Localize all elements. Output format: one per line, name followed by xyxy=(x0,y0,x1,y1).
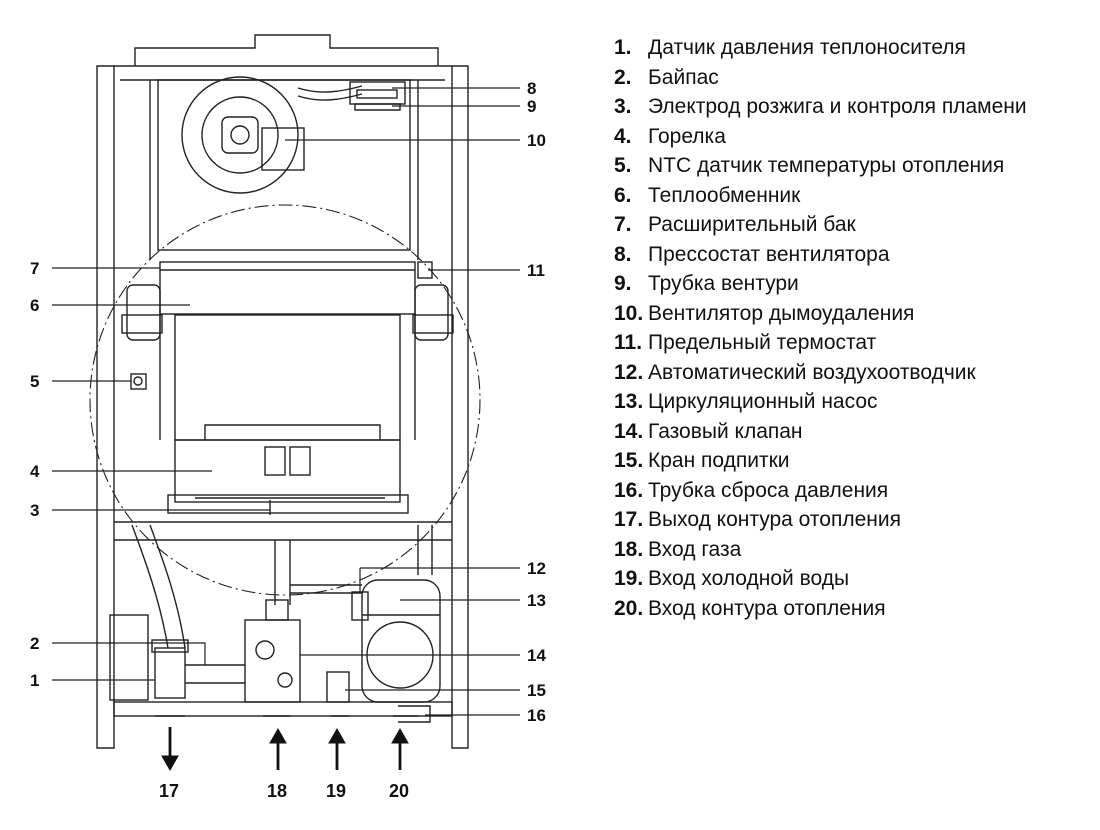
legend-number: 7. xyxy=(614,213,632,236)
legend-number: 10. xyxy=(614,301,644,325)
callout-18: 18 xyxy=(267,781,287,801)
legend-number: 8. xyxy=(614,242,632,266)
legend-text: Вход газа xyxy=(648,537,742,561)
legend-number: 12. xyxy=(614,360,644,384)
callout-15: 15 xyxy=(527,681,546,700)
top-flue-outlet xyxy=(134,34,439,66)
callout-14: 14 xyxy=(527,646,546,665)
legend-number: 14. xyxy=(614,419,644,443)
ntc-sensor xyxy=(130,373,147,390)
callout-8: 8 xyxy=(527,79,536,98)
legend-number: 6. xyxy=(614,183,632,207)
legend-number: 16. xyxy=(614,478,644,502)
legend-item: 3. Электрод розжига и контроля пламени xyxy=(614,92,1094,122)
callout-17: 17 xyxy=(159,781,179,801)
bottom-plate xyxy=(113,701,453,717)
legend-number: 15. xyxy=(614,449,644,472)
legend-number: 19. xyxy=(614,567,644,590)
legend-number: 2. xyxy=(614,65,632,89)
callout-7: 7 xyxy=(30,259,39,278)
legend-item: 10.Вентилятор дымоудаления xyxy=(614,299,1094,329)
legend-item: 12.Автоматический воздухоотводчик xyxy=(614,358,1094,388)
legend-text: Расширительный бак xyxy=(648,213,856,236)
callout-16: 16 xyxy=(527,706,546,725)
callout-6: 6 xyxy=(30,296,39,315)
callout-1: 1 xyxy=(30,671,39,690)
circulation-pump xyxy=(361,579,441,703)
legend-text: NTC датчик температуры отопления xyxy=(648,154,1005,177)
legend-number: 20. xyxy=(614,596,644,620)
legend-item: 15.Кран подпитки xyxy=(614,446,1094,476)
pressure-sensor xyxy=(154,647,186,699)
fan xyxy=(181,76,299,194)
legend-text: Автоматический воздухоотводчик xyxy=(648,360,976,384)
legend-number: 9. xyxy=(614,272,632,295)
legend-number: 5. xyxy=(614,154,632,177)
legend-text: Вход холодной воды xyxy=(648,567,850,590)
legend-text: Циркуляционный насос xyxy=(648,390,878,413)
legend-item: 18.Вход газа xyxy=(614,535,1094,565)
legend-number: 13. xyxy=(614,390,644,413)
legend-item: 8. Прессостат вентилятора xyxy=(614,240,1094,270)
legend-item: 19.Вход холодной воды xyxy=(614,564,1094,594)
boiler-casing xyxy=(96,65,115,749)
legend-item: 1. Датчик давления теплоносителя xyxy=(614,33,1094,63)
legend-item: 20.Вход контура отопления xyxy=(614,594,1094,624)
legend-text: Горелка xyxy=(648,124,726,148)
legend-item: 11.Предельный термостат xyxy=(614,328,1094,358)
callout-3: 3 xyxy=(30,501,39,520)
legend-text: Выход контура отопления xyxy=(648,508,901,531)
expansion-vessel xyxy=(89,204,481,596)
legend-item: 9. Трубка вентури xyxy=(614,269,1094,299)
legend-text: Байпас xyxy=(648,65,719,89)
legend-text: Трубка вентури xyxy=(648,272,799,295)
gas-valve xyxy=(244,619,301,703)
legend-text: Электрод розжига и контроля пламени xyxy=(648,95,1027,118)
legend-text: Теплообменник xyxy=(648,183,801,207)
legend-number: 1. xyxy=(614,36,632,59)
legend-number: 17. xyxy=(614,508,644,531)
legend-text: Кран подпитки xyxy=(648,449,790,472)
legend-text: Предельный термостат xyxy=(648,331,877,354)
legend-text: Вход контура отопления xyxy=(648,596,886,620)
legend-number: 3. xyxy=(614,95,632,118)
venturi-tube xyxy=(354,103,401,111)
legend-item: 7. Расширительный бак xyxy=(614,210,1094,240)
callout-9: 9 xyxy=(527,97,536,116)
legend-text: Вентилятор дымоудаления xyxy=(648,301,915,325)
legend-item: 16.Трубка сброса давления xyxy=(614,476,1094,506)
pressure-relief-pipe xyxy=(398,705,431,723)
legend-list: 1. Датчик давления теплоносителя 2. Байпас… xyxy=(614,33,1094,623)
legend-text: Газовый клапан xyxy=(648,419,803,443)
callout-5: 5 xyxy=(30,372,39,391)
callout-4: 4 xyxy=(30,462,40,481)
bypass xyxy=(185,664,245,684)
legend-item: 2. Байпас xyxy=(614,63,1094,93)
callout-13: 13 xyxy=(527,591,546,610)
legend-text: Трубка сброса давления xyxy=(648,478,889,502)
legend-text: Прессостат вентилятора xyxy=(648,242,890,266)
legend-item: 13.Циркуляционный насос xyxy=(614,387,1094,417)
legend-text: Датчик давления теплоносителя xyxy=(648,36,966,59)
legend-number: 4. xyxy=(614,124,632,148)
auto-air-vent xyxy=(351,591,369,621)
legend-item: 6. Теплообменник xyxy=(614,181,1094,211)
legend-item: 14.Газовый клапан xyxy=(614,417,1094,447)
legend-item: 4. Горелка xyxy=(614,122,1094,152)
fan-housing xyxy=(157,79,411,251)
legend-number: 11. xyxy=(614,331,643,354)
callout-19: 19 xyxy=(326,781,346,801)
callout-2: 2 xyxy=(30,634,39,653)
heat-exchanger-body xyxy=(174,314,401,441)
callout-11: 11 xyxy=(527,261,545,280)
legend-item: 17.Выход контура отопления xyxy=(614,505,1094,535)
callout-20: 20 xyxy=(389,781,409,801)
callout-10: 10 xyxy=(527,131,546,150)
fill-valve xyxy=(326,671,350,703)
legend-item: 5. NTC датчик температуры отопления xyxy=(614,151,1094,181)
callout-12: 12 xyxy=(527,559,546,578)
legend-number: 18. xyxy=(614,537,644,561)
